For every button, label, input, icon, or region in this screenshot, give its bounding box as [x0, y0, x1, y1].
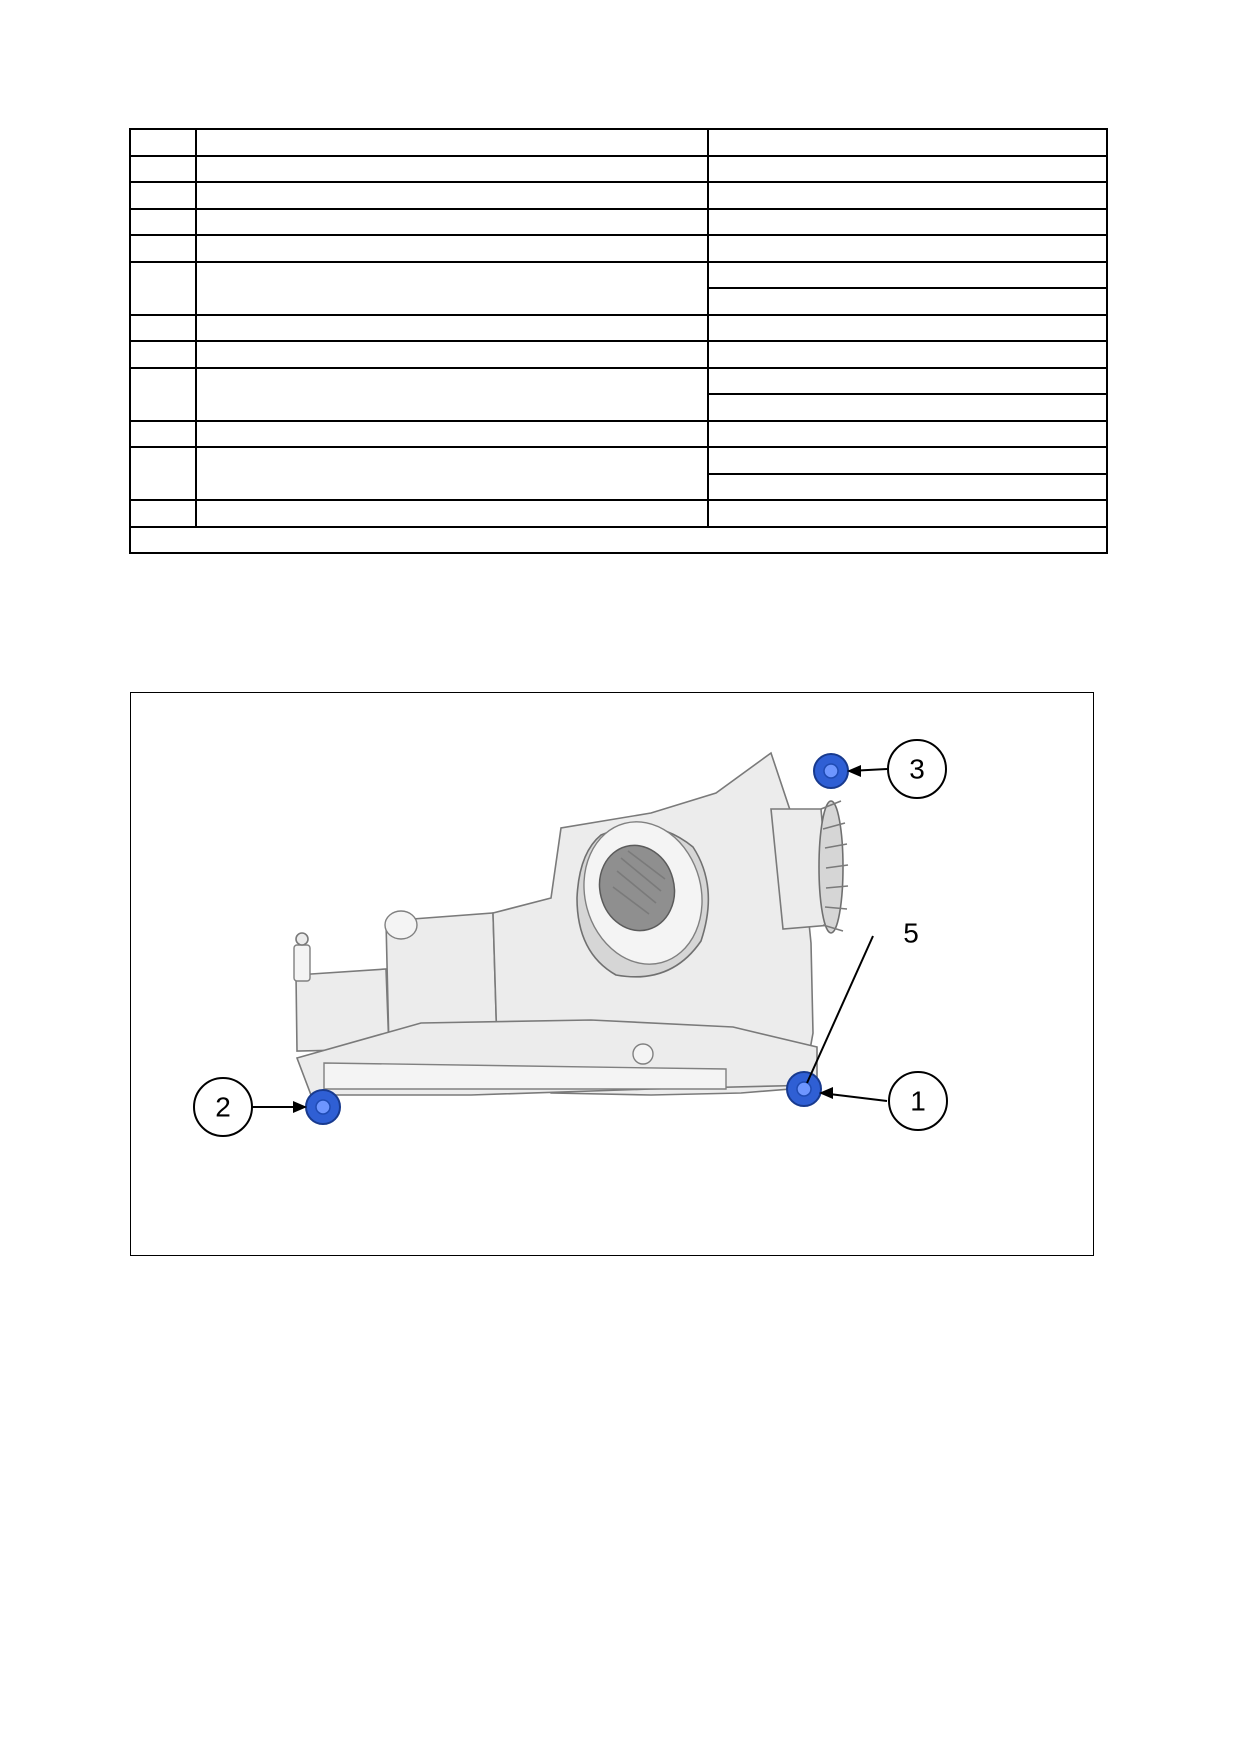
table-cell: [129, 154, 197, 183]
callout-5-leader: [806, 935, 874, 1084]
inlet-opening: [576, 821, 710, 978]
table-cell: [707, 234, 1108, 263]
table-row: [129, 181, 1108, 210]
table-cell: [129, 260, 197, 316]
table-cell: [129, 128, 197, 157]
callout-2-label: 2: [215, 1092, 231, 1123]
oil-pump-assembly: [293, 751, 849, 1096]
table-row: [130, 472, 1108, 501]
table-note-row: [129, 525, 1108, 554]
callout-5-label: 5: [903, 918, 919, 949]
callout-3-arrow: [847, 765, 861, 777]
table-row: [129, 128, 1108, 157]
table-row: [129, 419, 1108, 448]
callout-5: 5: [903, 918, 919, 949]
bolt-1: [786, 1071, 822, 1107]
table-cell: [195, 260, 709, 316]
table-row: [129, 446, 1108, 501]
table-cell: [195, 446, 709, 501]
table-cell: [129, 366, 197, 422]
table-cell: [195, 366, 709, 422]
table-cell: [129, 234, 197, 263]
bolt-3: [813, 753, 849, 789]
table-cell: [707, 419, 1108, 448]
table-cell: [707, 393, 1108, 422]
table-cell: [707, 313, 1108, 342]
table-row: [129, 499, 1108, 528]
cylinder-end: [384, 910, 418, 940]
table-cell: [195, 154, 709, 183]
table-cell: [129, 499, 197, 528]
mount-boss-center: [632, 1043, 654, 1065]
table-cell: [707, 366, 1108, 395]
table-cell: [707, 154, 1108, 183]
table-row: [130, 393, 1108, 422]
table-cell: [707, 499, 1108, 528]
table-row: [129, 340, 1108, 369]
table-row: [129, 260, 1108, 316]
table-row: [129, 154, 1108, 183]
table-cell: [129, 313, 197, 342]
table-cell: [195, 128, 709, 157]
table-cell: [195, 313, 709, 342]
table-cell: [129, 446, 197, 501]
table-cell: [195, 340, 709, 369]
sensor-cap: [295, 932, 309, 946]
table-cell: [707, 472, 1108, 501]
table-cell: [707, 181, 1108, 210]
table-row: [129, 234, 1108, 263]
table-row: [130, 287, 1108, 316]
callout-2-arrow: [293, 1101, 307, 1113]
table-row: [129, 313, 1108, 342]
table-cell: [707, 128, 1108, 157]
table-cell: [707, 446, 1108, 475]
table-cell: [707, 287, 1108, 316]
table-cell: [195, 419, 709, 448]
table-row: [129, 366, 1108, 422]
table-cell: [195, 499, 709, 528]
table-cell: [129, 340, 197, 369]
bolt-2: [305, 1089, 341, 1125]
table-cell: [707, 207, 1108, 236]
table-cell: [195, 181, 709, 210]
table-cell: [707, 340, 1108, 369]
sensor-stub: [293, 944, 311, 982]
callout-1-arrow: [819, 1087, 833, 1099]
table-row: [129, 207, 1108, 236]
table-cell: [707, 260, 1108, 289]
table-cell: [129, 419, 197, 448]
pump-lower-rail: [323, 1062, 727, 1090]
callout-2: 2: [193, 1077, 253, 1137]
table-cell: [195, 234, 709, 263]
table-cell: [195, 207, 709, 236]
table-note-cell: [129, 525, 1108, 554]
oil-pump-illustration: 1 2 3 5: [193, 739, 948, 1137]
drive-gear: [770, 800, 849, 934]
callout-1-label: 1: [910, 1086, 926, 1117]
callout-3-label: 3: [909, 754, 925, 785]
callout-1: 1: [888, 1071, 948, 1131]
table-cell: [129, 207, 197, 236]
table-cell: [129, 181, 197, 210]
figure-frame: 1 2 3 5: [130, 692, 1094, 1256]
callout-3: 3: [887, 739, 947, 799]
torque-table: [129, 128, 1108, 554]
